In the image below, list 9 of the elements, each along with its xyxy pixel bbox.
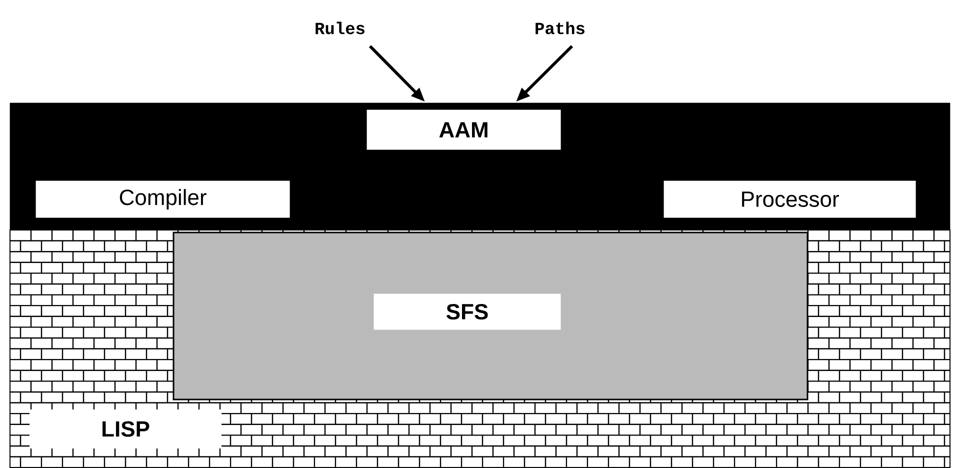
node-label: LISP [102,421,150,437]
input-label: Rules [316,22,364,34]
layer-box [172,232,808,400]
label-box: Compiler [36,180,290,218]
label-box: LISP [30,409,222,448]
label-box: AAM [366,110,561,150]
label-box: SFS [374,294,561,330]
label-box: Processor [664,180,916,218]
input-label: Paths [536,22,584,34]
